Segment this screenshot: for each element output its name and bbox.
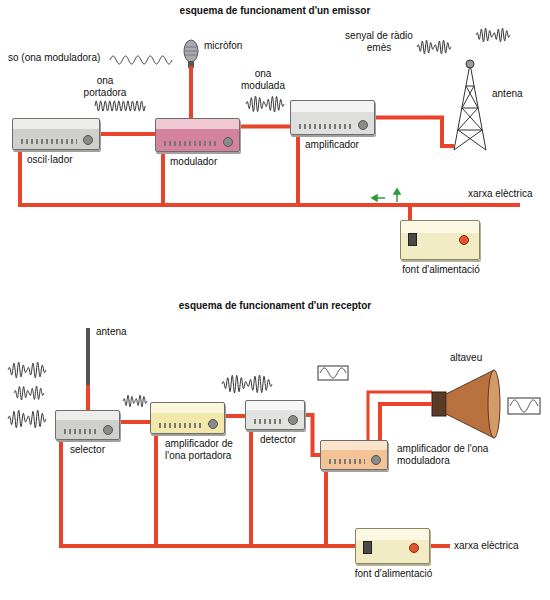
- radio-wave: [8, 410, 46, 428]
- wire: [86, 385, 90, 410]
- signal-frame: [318, 366, 348, 380]
- power-supply: font d'alimentació: [355, 528, 430, 564]
- wire: [375, 118, 452, 147]
- device-label: selector: [70, 444, 140, 456]
- speaker-cone: [446, 370, 494, 438]
- detected-wave: [320, 368, 346, 378]
- signal-label: xarxa elèctrica: [454, 540, 534, 552]
- amplifier-box: amplificador: [290, 100, 375, 135]
- speaker-rim: [488, 370, 500, 438]
- modulator-box: modulador: [155, 118, 240, 152]
- radio-wave: [476, 28, 510, 42]
- diagram-title: esquema de funcionament d'un emissor: [0, 5, 550, 17]
- wire: [163, 152, 410, 220]
- arrow-left-head: [372, 195, 377, 201]
- wire: [380, 404, 430, 440]
- radio-wave: [8, 362, 46, 378]
- radio-wave: [123, 395, 147, 407]
- microphone-icon: [184, 40, 198, 68]
- mic-grille: [184, 47, 198, 55]
- device-label: modulador: [170, 156, 250, 168]
- signal-label: so (ona moduladora): [8, 52, 108, 64]
- oscillator-box: oscil·lador: [12, 118, 100, 150]
- wire: [225, 414, 245, 418]
- detector-box: detector: [245, 400, 305, 430]
- wire: [305, 415, 320, 455]
- tower-lattice: [454, 64, 486, 150]
- device-label: altaveu: [450, 352, 500, 364]
- antenna: antena: [452, 62, 488, 150]
- speaker-icon: [432, 370, 500, 438]
- wave-drawings: [8, 28, 538, 428]
- device-label: font d'alimentació: [338, 568, 449, 580]
- diagram-title: esquema de funcionament d'un receptor: [0, 300, 550, 312]
- audio-amplifier-box: amplificador de l'ona moduladora: [320, 440, 388, 470]
- modulated-wave: [246, 96, 284, 112]
- device-label: antena: [492, 88, 542, 100]
- wire: [326, 470, 355, 546]
- device-label: amplificador: [305, 139, 385, 151]
- tower-dish: [466, 60, 474, 68]
- speaker: altaveu: [430, 368, 500, 440]
- wire: [120, 420, 150, 424]
- device-label: antena: [96, 326, 146, 338]
- carrier-amplifier-box: amplificador de l'ona portadora: [150, 402, 225, 434]
- wire: [100, 132, 155, 136]
- device-label: amplificador de l'ona moduladora: [397, 443, 489, 467]
- wire: [20, 150, 410, 220]
- radio-wave: [222, 375, 272, 393]
- mic-head: [184, 40, 198, 62]
- device-label: detector: [260, 434, 320, 446]
- speaker-wire: [368, 392, 432, 440]
- wire: [298, 135, 410, 220]
- mains-wire: [410, 203, 520, 207]
- signal-label: ona portadora: [74, 75, 136, 99]
- signal-label: ona modulada: [232, 68, 294, 92]
- device-label: micròfon: [204, 40, 264, 52]
- wire: [189, 68, 193, 118]
- sound-wave: [110, 56, 172, 64]
- wire: [240, 125, 290, 129]
- selector-box: selector: [55, 410, 120, 440]
- signal-frame: [508, 398, 540, 414]
- antenna: antena: [86, 328, 90, 385]
- device-label: oscil·lador: [27, 154, 107, 166]
- device-label: amplificador de l'ona portadora: [165, 438, 245, 462]
- device-label: font d'alimentació: [386, 264, 496, 276]
- power-supply: font d'alimentació: [400, 220, 480, 260]
- signal-label: senyal de ràdio emès: [342, 30, 416, 54]
- arrow-up-head: [394, 189, 400, 194]
- antenna-tower: [454, 60, 486, 150]
- signal-label: xarxa elèctrica: [468, 188, 546, 200]
- radio-wave: [14, 386, 44, 400]
- microphone: micròfon: [184, 40, 198, 68]
- mains-wire: [430, 544, 450, 548]
- carrier-wave: [95, 101, 145, 111]
- speaker-magnet: [432, 392, 446, 416]
- current-arrows: [372, 189, 400, 202]
- radio-wave: [417, 40, 451, 54]
- audio-wave: [510, 400, 538, 412]
